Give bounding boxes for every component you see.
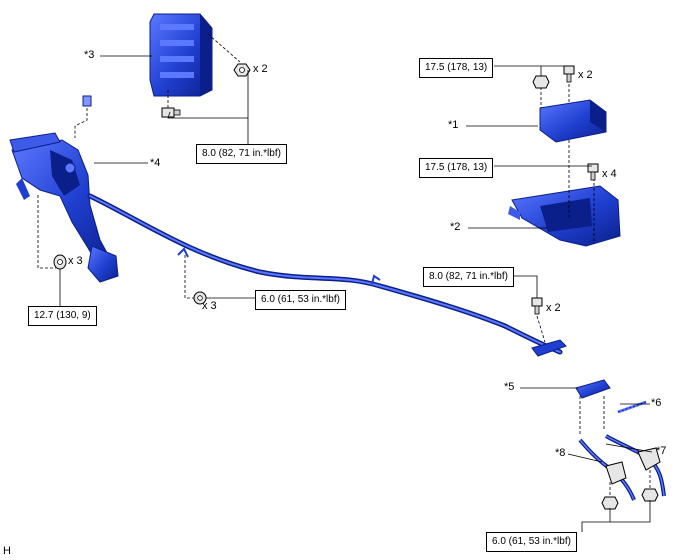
actuator-nut-icon xyxy=(532,75,550,89)
callout-7: *7 xyxy=(656,445,667,457)
leader-lines xyxy=(59,55,653,532)
callout-4: *4 xyxy=(150,157,161,169)
adjust-rod xyxy=(617,400,647,414)
dashed-leaders-rear xyxy=(536,315,651,496)
callout-8: *8 xyxy=(555,447,566,459)
rear-cable-rh xyxy=(605,434,666,497)
torque-spec-cable-bracket-bolt: 8.0 (82, 71 in.*lbf) xyxy=(423,267,514,287)
pedal-bolt-icon xyxy=(53,254,67,270)
cable-bracket-front xyxy=(531,339,567,357)
qty-actuator-bracket-bolt: x 4 xyxy=(602,168,617,180)
front-cable xyxy=(87,193,563,355)
rear-cable-nut-icon xyxy=(601,488,659,510)
qty-computer-nut: x 2 xyxy=(253,63,268,75)
dashed-leaders-pedal xyxy=(37,108,196,299)
torque-spec-pedal-bolt: 12.7 (130, 9) xyxy=(28,306,97,326)
actuator-bolt-icon xyxy=(563,65,575,83)
torque-spec-actuator-bracket-bolt: 17.5 (178, 13) xyxy=(419,158,494,178)
actuator xyxy=(539,99,607,143)
torque-spec-actuator-top-bolt: 17.5 (178, 13) xyxy=(419,58,494,78)
bracket-bolt-icon xyxy=(587,163,599,181)
equalizer xyxy=(575,379,611,399)
pedal-clip xyxy=(82,95,92,107)
figure-code: H xyxy=(3,545,11,557)
callout-6: *6 xyxy=(651,397,662,409)
pedal-assembly xyxy=(9,132,119,283)
cable-bracket-bolt-icon xyxy=(531,297,543,315)
computer-bolt-icon xyxy=(161,107,181,118)
torque-spec-cable-clamp-nut: 6.0 (61, 53 in.*lbf) xyxy=(255,290,346,310)
torque-spec-computer-nut: 8.0 (82, 71 in.*lbf) xyxy=(196,144,287,164)
computer-nut-icon xyxy=(233,63,251,77)
dashed-leaders-actuator xyxy=(540,74,595,244)
torque-spec-rear-cable-nut: 6.0 (61, 53 in.*lbf) xyxy=(486,532,577,552)
qty-cable-clamp-nut: x 3 xyxy=(202,300,217,312)
callout-2: *2 xyxy=(450,221,461,233)
callout-1: *1 xyxy=(448,119,459,131)
callout-3: *3 xyxy=(84,49,95,61)
computer xyxy=(149,13,213,97)
qty-cable-bracket-bolt: x 2 xyxy=(546,302,561,314)
actuator-bracket xyxy=(508,185,621,247)
qty-pedal-bolt: x 3 xyxy=(68,255,83,267)
dashed-leaders-computer xyxy=(167,33,241,108)
qty-actuator-top-bolt: x 2 xyxy=(578,69,593,81)
callout-5: *5 xyxy=(504,381,515,393)
rear-cable-lh xyxy=(578,438,636,501)
